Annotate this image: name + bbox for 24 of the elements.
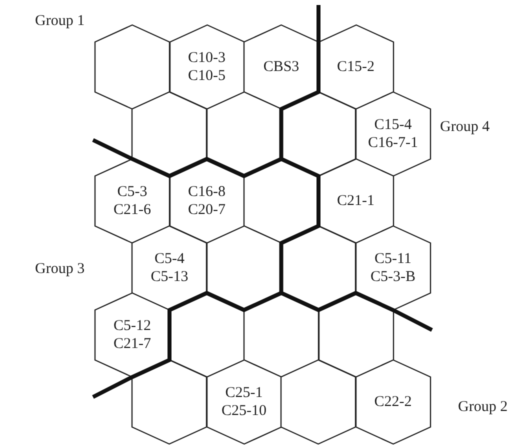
cell-text: C10-5: [188, 67, 226, 85]
cell-text: C5-3-B: [370, 268, 416, 286]
cell-text: C15-4: [374, 116, 412, 134]
cell-text: C5-4: [154, 250, 184, 268]
group-label: Group 2: [458, 399, 508, 416]
cell-text: C10-3: [188, 49, 226, 67]
cell-text: C5-11: [374, 250, 412, 268]
group-label: Group 1: [35, 13, 85, 30]
cell-text: C16-7-1: [368, 134, 418, 152]
cell-text: CBS3: [263, 58, 300, 76]
cell-text: C22-2: [374, 393, 412, 411]
cell-text: C25-1: [225, 384, 263, 402]
group-label: Group 3: [35, 261, 85, 278]
group-label: Group 4: [440, 119, 490, 136]
cell-text: C15-2: [337, 58, 374, 76]
cell-text: C5-3: [117, 183, 148, 201]
cell-text: C16-8: [188, 183, 226, 201]
cell-text: C21-7: [114, 335, 151, 353]
cell-text: C20-7: [188, 201, 226, 219]
cell-text: C5-12: [114, 317, 151, 335]
cell-text: C21-6: [114, 201, 151, 219]
cell-text: C25-10: [222, 402, 266, 420]
cell-text: C21-1: [337, 192, 374, 210]
cell-text: C5-13: [150, 268, 188, 286]
